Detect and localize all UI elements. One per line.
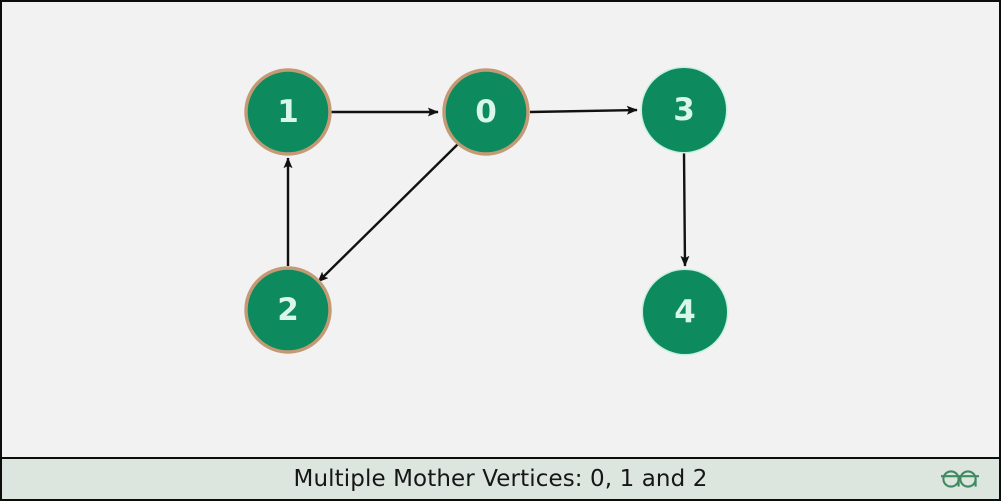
node-label-3: 3 [673, 92, 695, 128]
caption-text: Multiple Mother Vertices: 0, 1 and 2 [293, 466, 708, 492]
graph-edge-0-to-3 [529, 105, 638, 115]
graph-node-3[interactable]: 3 [640, 66, 728, 154]
graph-edge-3-to-4 [680, 152, 690, 267]
graph-svg: 1 0 3 2 4 [244, 66, 729, 356]
caption-bar: Multiple Mother Vertices: 0, 1 and 2 [2, 457, 999, 499]
node-label-4: 4 [674, 294, 696, 330]
graph-node-0[interactable]: 0 [442, 68, 530, 156]
node-circle-3[interactable] [642, 68, 726, 152]
node-layer: 1 0 3 2 4 [244, 66, 729, 356]
edge-layer [283, 105, 690, 283]
node-circle-0[interactable] [442, 68, 530, 156]
graph-edge-0-to-2 [317, 143, 459, 283]
node-label-0: 0 [475, 94, 497, 130]
node-circle-4[interactable] [643, 270, 727, 354]
graph-canvas: 1 0 3 2 4 [2, 2, 999, 459]
graph-node-1[interactable]: 1 [244, 68, 332, 156]
node-circle-1[interactable] [244, 68, 332, 156]
node-label-1: 1 [277, 94, 299, 130]
node-circle-2[interactable] [244, 266, 332, 354]
graph-node-4[interactable]: 4 [641, 268, 729, 356]
graph-node-2[interactable]: 2 [244, 266, 332, 354]
geeksforgeeks-logo-icon [937, 467, 983, 491]
node-label-2: 2 [277, 292, 299, 328]
